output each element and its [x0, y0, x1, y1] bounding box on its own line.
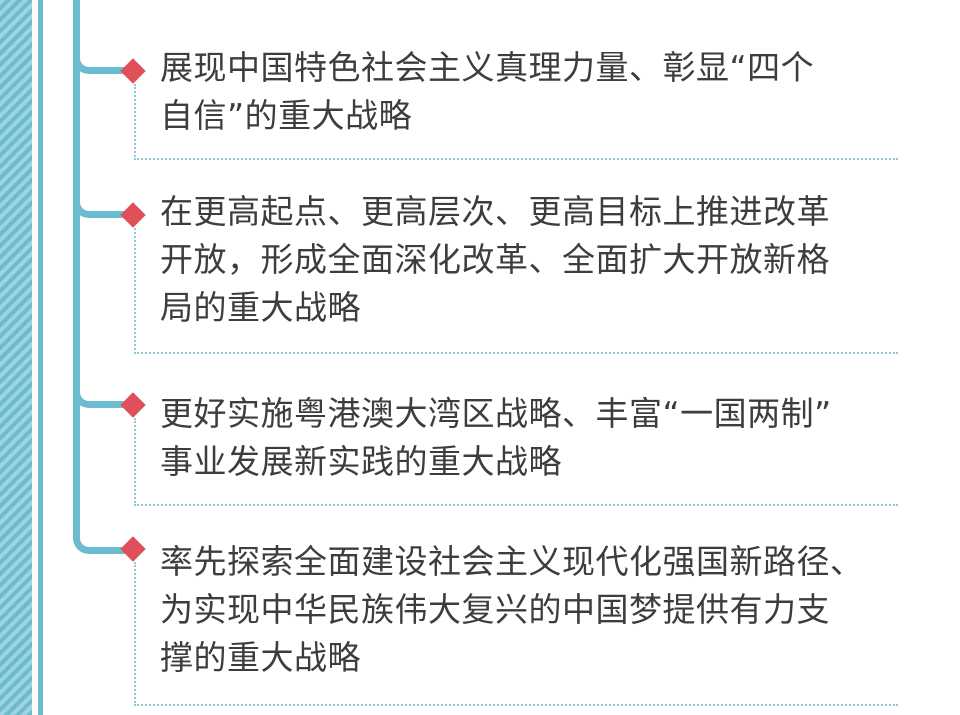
dotted-bracket-vertical [134, 418, 136, 506]
dotted-bracket-horizontal [134, 704, 898, 706]
list-item-text: 展现中国特色社会主义真理力量、彰显“四个 自信”的重大战略 [160, 48, 815, 135]
side-band-rule [38, 0, 43, 715]
timeline-connector [73, 52, 127, 74]
dotted-bracket-vertical [134, 84, 136, 160]
side-band-gap [32, 0, 42, 715]
timeline-connector [73, 386, 127, 408]
list-item-text: 在更高起点、更高层次、更高目标上推进改革 开放，形成全面深化改革、全面扩大开放新… [160, 192, 830, 327]
dotted-bracket-horizontal [134, 504, 898, 506]
timeline-connector [73, 532, 127, 554]
dotted-bracket-vertical [134, 562, 136, 706]
striped-side-band [0, 0, 32, 715]
dotted-bracket-vertical [134, 228, 136, 354]
list-item-text: 更好实施粤港澳大湾区战略、丰富“一国两制” 事业发展新实践的重大战略 [160, 394, 832, 481]
dotted-bracket-horizontal [134, 158, 898, 160]
timeline-spine [73, 0, 80, 540]
timeline-connector [73, 196, 127, 218]
dotted-bracket-horizontal [134, 352, 898, 354]
list-item-text: 率先探索全面建设社会主义现代化强国新路径、 为实现中华民族伟大复兴的中国梦提供有… [160, 542, 864, 677]
